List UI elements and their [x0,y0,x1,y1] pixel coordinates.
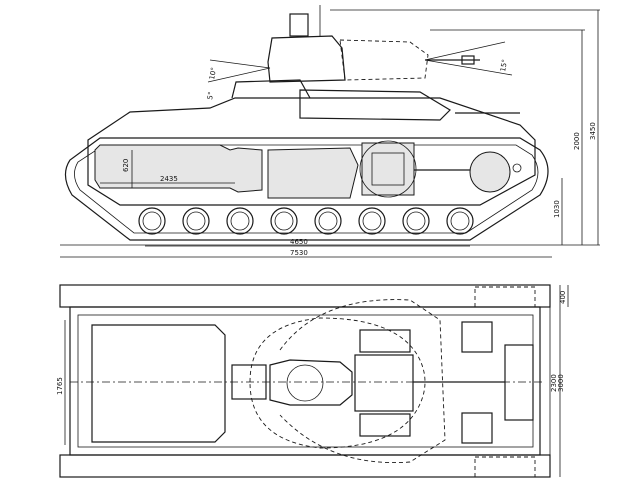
top-turret-ring-dashed [249,317,426,449]
main-gun-range-dashed [339,39,429,81]
top-track-lower [59,454,551,478]
top-right-upper-block [461,321,493,353]
main-turret [267,35,346,83]
top-view: 3000 2300 400 1765 [56,284,569,478]
dim-hull-width: 2300 [550,374,558,392]
track-inner-outline [74,144,539,234]
top-secondary-ring-dashed [279,299,446,464]
mg-angle: 5° [206,91,215,100]
rear-cupola [299,89,451,121]
dim-overall-length: 7530 [290,249,308,257]
gearbox-inner [371,152,405,186]
engine-block [94,144,263,193]
top-turret-cupola [286,364,324,402]
dim-track-contact: 4650 [290,238,308,246]
gun-elevation-rear: 10° [208,67,218,81]
superstructure [231,79,311,99]
top-engine [231,364,267,400]
road-wheels [138,207,474,235]
top-gearbox [354,354,414,412]
top-hull-inner [77,314,534,448]
gun-elev-line-2 [424,41,506,61]
top-hull [69,306,541,456]
drive-housing [469,151,511,193]
dim-ground-clearance: 1030 [553,200,561,218]
top-turret [269,359,353,406]
rear-mg-line-2 [209,59,271,69]
hull-body [87,97,536,206]
transmission-ring [359,140,417,198]
dim-overall-width: 3000 [557,374,565,392]
turret-cupola [289,13,309,37]
side-view: 4650 7530 2435 620 2000 3450 1030 15° 10… [60,5,600,258]
drive-hub [512,163,522,173]
dim-inner-length: 1765 [56,377,64,395]
top-track-upper [59,284,551,308]
dim-track-offset: 400 [559,291,567,304]
gun-elev-line-1 [424,59,513,76]
top-right-lower-block [461,412,493,444]
top-final-drive-upper [359,329,411,353]
dim-overall-height: 3450 [589,122,597,140]
top-track-front-upper-dashed [474,286,536,308]
track-outline [64,137,549,241]
rear-mg-line-1 [207,67,271,83]
main-gun-muzzle [461,55,475,65]
dim-engine-height: 620 [122,159,130,172]
dim-engine-length: 2435 [160,175,178,183]
top-final-drive-lower [359,413,411,437]
gearbox [361,142,415,196]
top-track-front-lower-dashed [474,456,536,478]
dim-hull-height: 2000 [573,132,581,150]
top-engine-bay [91,324,226,443]
fan-housing [267,147,359,199]
top-front-plate [504,344,534,421]
gun-elevation-front: 15° [499,59,509,73]
